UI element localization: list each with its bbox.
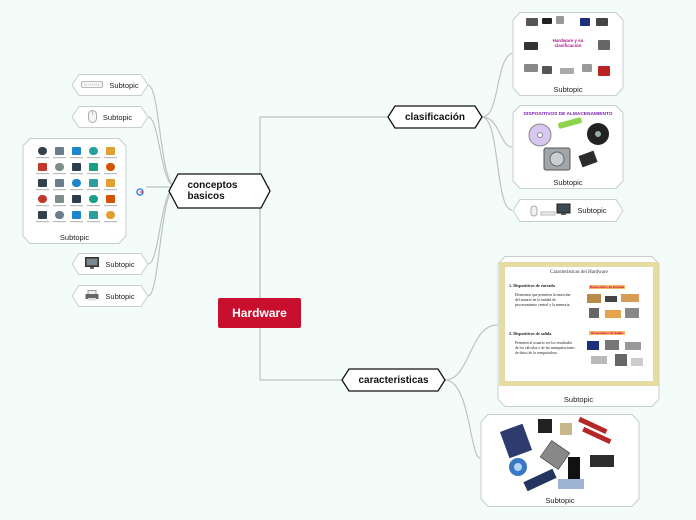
device-thumbnail-icon bbox=[36, 195, 49, 207]
subtopic-label: Subtopic bbox=[553, 178, 583, 187]
subtopic-characteristics-document[interactable]: Caracteristicas del Hardware 1. Disposit… bbox=[497, 256, 660, 407]
hardware-classification-image: Hardware y su clasificación bbox=[520, 14, 616, 84]
subtopic-mouse[interactable]: Subtopic bbox=[71, 106, 149, 128]
keyboard-icon bbox=[81, 80, 104, 90]
hardware-thumbnail-icon bbox=[556, 16, 564, 24]
subtopic-label: Subtopic bbox=[105, 259, 135, 269]
hardware-thumbnail-icon bbox=[580, 18, 590, 26]
branch-caracteristicas-label: caracteristicas bbox=[358, 374, 429, 386]
hardware-thumbnail-icon bbox=[582, 64, 592, 72]
classification-inner-title: Hardware y su clasificación bbox=[552, 38, 584, 48]
device-thumbnail-icon bbox=[70, 163, 83, 175]
hardware-thumbnail-icon bbox=[596, 18, 608, 26]
hardware-thumbnail-icon bbox=[524, 42, 538, 50]
device-thumbnail-icon bbox=[87, 179, 100, 191]
monitor-icon bbox=[85, 256, 100, 272]
device-thumbnail-icon bbox=[104, 179, 117, 191]
hardware-thumbnail-icon bbox=[526, 18, 538, 26]
characteristics-document-image: Caracteristicas del Hardware 1. Disposit… bbox=[499, 262, 659, 386]
subtopic-label: Subtopic bbox=[563, 395, 594, 404]
device-thumbnail-icon bbox=[70, 147, 83, 159]
subtopic-label: Subtopic bbox=[553, 85, 583, 94]
hardware-thumbnail-icon bbox=[598, 40, 610, 50]
subtopic-label: Subtopic bbox=[577, 206, 607, 215]
device-thumbnail-icon bbox=[36, 211, 49, 223]
device-thumbnail-icon bbox=[70, 211, 83, 223]
branch-clasificacion[interactable]: clasificación bbox=[387, 105, 483, 129]
computer-icon bbox=[529, 203, 571, 219]
doc-item2-tag: Dispositivos de Salida bbox=[589, 331, 625, 335]
device-thumbnail-icon bbox=[87, 163, 100, 175]
subtopic-storage-image[interactable]: DISPOSITIVOS DE ALMACENAMIENTO Subtopic bbox=[512, 105, 624, 189]
device-thumbnail-icon bbox=[104, 147, 117, 159]
subtopic-label: Subtopic bbox=[105, 291, 135, 301]
device-thumbnail-icon bbox=[70, 195, 83, 207]
subtopic-label: Subtopic bbox=[59, 233, 90, 242]
subtopic-keyboard[interactable]: Subtopic bbox=[71, 74, 149, 96]
hardware-thumbnail-icon bbox=[524, 64, 538, 72]
hardware-thumbnail-icon bbox=[560, 68, 574, 74]
device-thumbnail-icon bbox=[53, 179, 66, 191]
device-thumbnail-icon bbox=[36, 147, 49, 159]
device-thumbnail-icon bbox=[87, 195, 100, 207]
central-topic[interactable]: Hardware bbox=[218, 298, 301, 328]
branch-conceptos-basicos[interactable]: conceptos basicos bbox=[168, 173, 271, 209]
device-thumbnail-icon bbox=[104, 211, 117, 223]
hardware-components-image bbox=[498, 417, 622, 493]
storage-inner-title: DISPOSITIVOS DE ALMACENAMIENTO bbox=[523, 112, 613, 117]
central-topic-label: Hardware bbox=[232, 306, 287, 320]
subtopic-label: Subtopic bbox=[109, 80, 139, 90]
device-thumbnail-icon bbox=[53, 147, 66, 159]
doc-item2-text: Permiten al usuario ver los resultados d… bbox=[515, 341, 575, 355]
hardware-thumbnail-icon bbox=[542, 18, 552, 24]
branch-conceptos-label: conceptos basicos bbox=[187, 180, 238, 202]
device-thumbnail-icon bbox=[53, 163, 66, 175]
subtopic-printer[interactable]: Subtopic bbox=[71, 285, 149, 307]
storage-devices-image: DISPOSITIVOS DE ALMACENAMIENTO bbox=[520, 108, 616, 176]
google-icon[interactable] bbox=[136, 183, 144, 196]
hardware-thumbnail-icon bbox=[598, 66, 610, 76]
doc-item1-title: 1. Dispositivos de entrada bbox=[509, 283, 555, 288]
hardware-thumbnail-icon bbox=[542, 66, 552, 74]
branch-clasificacion-label: clasificación bbox=[404, 111, 466, 123]
device-thumbnail-icon bbox=[36, 179, 49, 191]
doc-title: Caracteristicas del Hardware bbox=[550, 270, 608, 275]
subtopic-monitor[interactable]: Subtopic bbox=[71, 253, 149, 275]
device-thumbnail-icon bbox=[104, 195, 117, 207]
device-thumbnail-icon bbox=[53, 195, 66, 207]
device-thumbnail-icon bbox=[87, 147, 100, 159]
subtopic-device-grid[interactable]: Subtopic bbox=[22, 138, 127, 244]
device-thumbnail-icon bbox=[104, 163, 117, 175]
subtopic-components-image[interactable]: Subtopic bbox=[480, 414, 640, 507]
subtopic-label: Subtopic bbox=[545, 496, 575, 505]
doc-item1-text: Elementos que permiten la inserción del … bbox=[515, 293, 571, 307]
subtopic-computer[interactable]: Subtopic bbox=[512, 199, 624, 222]
doc-item1-tag: Dispositivos de Entrada bbox=[589, 285, 625, 289]
branch-caracteristicas[interactable]: caracteristicas bbox=[341, 368, 446, 392]
subtopic-classification-image[interactable]: Hardware y su clasificación Subtopic bbox=[512, 12, 624, 96]
mouse-icon bbox=[87, 109, 97, 125]
doc-item2-title: 2. Dispositivos de salida bbox=[509, 331, 552, 336]
subtopic-label: Subtopic bbox=[102, 112, 133, 122]
device-thumbnail-icon bbox=[53, 211, 66, 223]
device-thumbnail-icon bbox=[87, 211, 100, 223]
device-grid-image bbox=[30, 143, 120, 229]
printer-icon bbox=[85, 289, 99, 303]
device-thumbnail-icon bbox=[70, 179, 83, 191]
device-thumbnail-icon bbox=[36, 163, 49, 175]
